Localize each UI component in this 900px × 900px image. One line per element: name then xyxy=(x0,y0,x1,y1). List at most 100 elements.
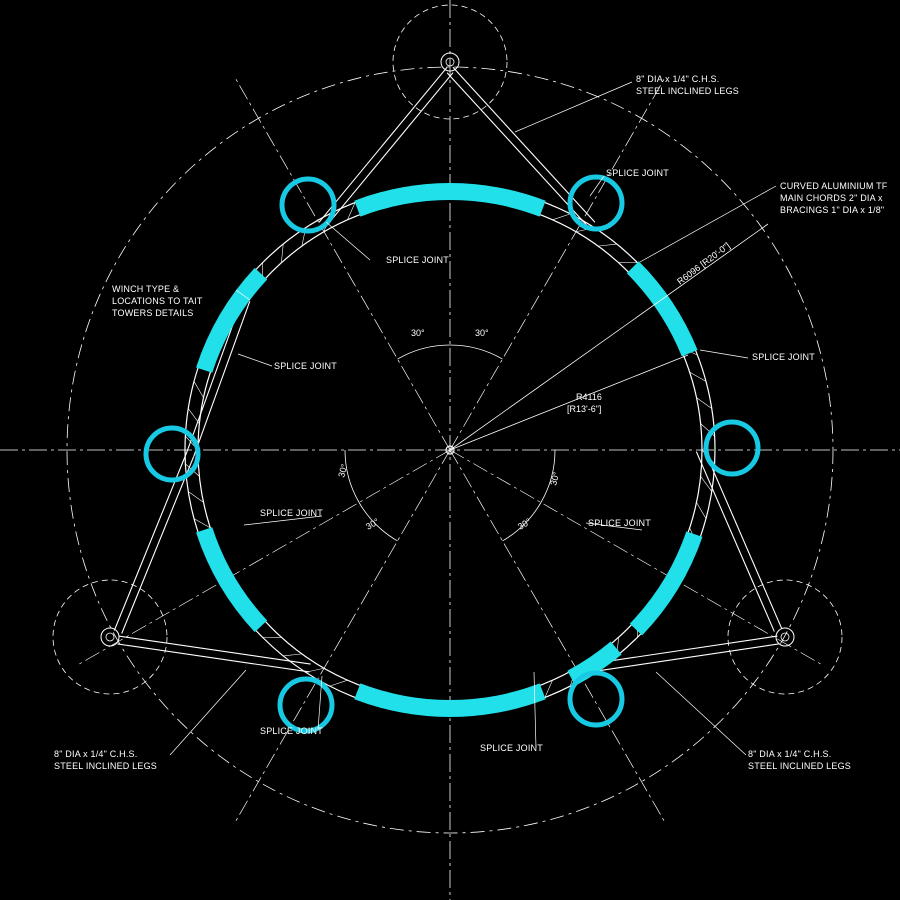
leg-base-plate xyxy=(440,52,460,72)
splice-joint-highlight-ring xyxy=(277,676,335,734)
leg-label-top-line1: 8" DIA x 1/4" C.H.S. xyxy=(636,74,719,84)
splice-joint-label-5: SPLICE JOINT xyxy=(260,508,323,518)
leg-label-bottom-left: 8" DIA x 1/4" C.H.S. STEEL INCLINED LEGS xyxy=(54,749,157,771)
radial-construction-line xyxy=(77,449,451,666)
angle-label-right-upper: 30° xyxy=(548,470,561,486)
radial-construction-line xyxy=(449,77,666,451)
winch-label-line3: TOWERS DETAILS xyxy=(112,308,193,318)
angle-label-right-lower: 30° xyxy=(516,516,533,532)
splice-joint-highlight-ring xyxy=(279,176,337,234)
highlighted-truss-segment-lower-right xyxy=(629,531,703,636)
splice-joint-label-2: SPLICE JOINT xyxy=(386,255,449,265)
leg-base-plate xyxy=(775,627,795,647)
truss-bracing xyxy=(188,491,204,503)
highlighted-truss-segment-upper-right xyxy=(626,261,698,357)
truss-bracing xyxy=(544,680,553,698)
leader-line xyxy=(514,81,633,133)
leader-line xyxy=(639,185,777,263)
splice-joint-highlight-ring xyxy=(703,419,761,477)
truss-label: CURVED ALUMINIUM TF MAIN CHORDS 2" DIA x… xyxy=(780,181,888,215)
winch-label-line1: WINCH TYPE & xyxy=(112,284,179,294)
leg-base-plate xyxy=(100,627,120,647)
splice-joint-highlight-ring xyxy=(143,425,201,483)
leg-label-bottom-right: 8" DIA x 1/4" C.H.S. STEEL INCLINED LEGS xyxy=(748,749,851,771)
inclined-leg-left-lower xyxy=(121,456,195,634)
splice-joint-label-1: SPLICE JOINT xyxy=(606,168,669,178)
leg-base-pin xyxy=(105,632,115,642)
leader-line xyxy=(317,675,323,731)
angle-label-top-right: 30° xyxy=(475,328,489,338)
winch-label: WINCH TYPE & LOCATIONS TO TAIT TOWERS DE… xyxy=(112,284,203,318)
truss-bracing xyxy=(283,653,302,657)
radial-construction-line xyxy=(234,449,451,823)
radial-construction-line xyxy=(234,77,451,451)
inner-radius-metric: R4116 xyxy=(576,392,602,402)
leg-foot-clearance-circle xyxy=(392,4,508,120)
outer-radius-circle xyxy=(66,66,834,834)
leg-label-top: 8" DIA x 1/4" C.H.S. STEEL INCLINED LEGS xyxy=(636,74,739,96)
truss-bracing xyxy=(305,667,325,673)
leg-label-br-line1: 8" DIA x 1/4" C.H.S. xyxy=(748,749,831,759)
truss-label-line2: MAIN CHORDS 2" DIA x xyxy=(780,193,883,203)
splice-joint-label-8: SPLICE JOINT xyxy=(480,743,543,753)
truss-bracing xyxy=(281,244,284,263)
leg-base-pin xyxy=(780,632,790,642)
leg-label-top-line2: STEEL INCLINED LEGS xyxy=(636,86,739,96)
winch-label-line2: LOCATIONS TO TAIT xyxy=(112,296,203,306)
leg-label-bl-line2: STEEL INCLINED LEGS xyxy=(54,761,157,771)
inclined-leg-top-right xyxy=(446,72,590,229)
highlighted-truss-segment-lower-left xyxy=(196,527,268,633)
inclined-leg-bottom-left xyxy=(118,635,311,665)
angle-arc-top xyxy=(397,344,503,360)
highlighted-truss-segment-bottom xyxy=(354,683,546,717)
angle-label-left-lower: 30° xyxy=(364,516,381,532)
splice-joint-label-4: SPLICE JOINT xyxy=(274,361,337,371)
splice-joint-label-3: SPLICE JOINT xyxy=(752,352,815,362)
leg-label-br-line2: STEEL INCLINED LEGS xyxy=(748,761,851,771)
outer-radius-dimension-line xyxy=(449,223,769,451)
splice-joint-label-6: SPLICE JOINT xyxy=(588,518,651,528)
leader-line xyxy=(235,289,251,301)
leg-foot-clearance-circle xyxy=(52,579,168,695)
leader-line xyxy=(533,671,537,749)
leader-line xyxy=(243,515,323,526)
inclined-leg-top-left xyxy=(318,67,448,223)
highlighted-truss-segment-bottom-right xyxy=(567,641,622,686)
truss-bracing xyxy=(329,679,348,687)
leader-line xyxy=(169,669,247,756)
leader-line xyxy=(655,671,747,756)
center-point xyxy=(445,445,455,455)
truss-bracing xyxy=(598,243,617,247)
leg-foot-clearance-circle xyxy=(727,579,843,695)
inclined-leg-bottom-right xyxy=(590,643,779,673)
splice-joint-highlight-ring xyxy=(567,670,625,728)
angle-arc-right-upper xyxy=(540,449,556,503)
inclined-leg-left-lower xyxy=(113,453,187,631)
radial-construction-line xyxy=(449,449,823,666)
truss-bracing xyxy=(193,518,211,529)
angle-arc-right-lower xyxy=(502,502,542,542)
truss-bracing xyxy=(689,371,707,382)
angle-label-top-left: 30° xyxy=(411,328,425,338)
splice-joint-label-7: SPLICE JOINT xyxy=(260,726,323,736)
truss-bracing xyxy=(700,476,712,492)
inclined-leg-left-upper xyxy=(193,301,251,457)
inclined-leg-right xyxy=(695,451,775,632)
radial-construction-line xyxy=(449,449,666,823)
inclined-leg-bottom-right xyxy=(589,635,778,665)
truss-bracing xyxy=(696,502,707,519)
inclined-leg-bottom-left xyxy=(117,643,310,673)
angle-label-left-upper: 30° xyxy=(336,462,349,478)
truss-bracing xyxy=(193,381,204,398)
truss-bracing xyxy=(188,408,200,424)
leader-line xyxy=(585,522,643,531)
truss-label-line3: BRACINGS 1" DIA x 1/8" xyxy=(780,205,884,215)
truss-label-line1: CURVED ALUMINIUM TF xyxy=(780,181,888,191)
leg-base-pin xyxy=(445,57,455,67)
leader-line xyxy=(699,349,749,359)
leg-label-bl-line1: 8" DIA x 1/4" C.H.S. xyxy=(54,749,137,759)
inclined-leg-top-left xyxy=(324,72,454,228)
inclined-leg-right xyxy=(703,448,783,629)
